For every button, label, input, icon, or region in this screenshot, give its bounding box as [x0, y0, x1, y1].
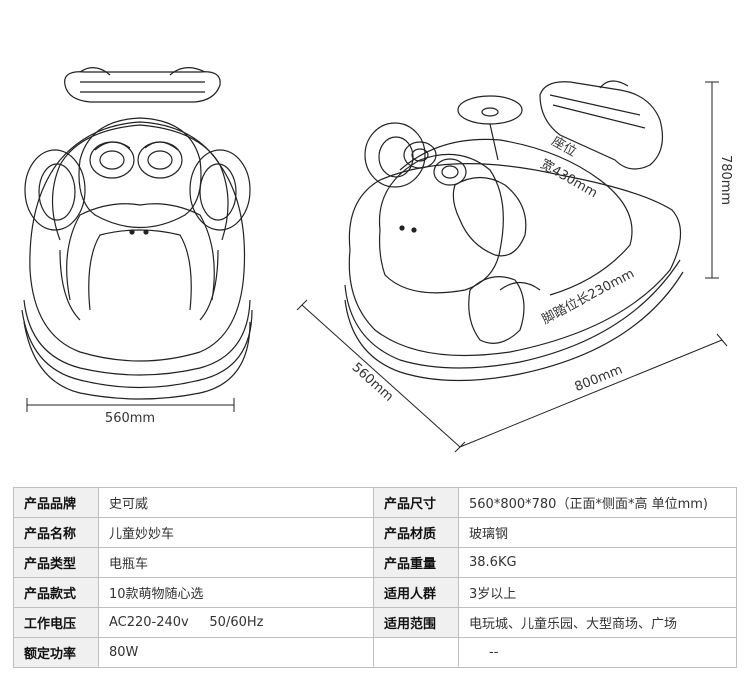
side-dimension-lines [296, 81, 728, 453]
spec-label: 工作电压 [13, 607, 99, 638]
spec-row: 产品名称 儿童妙妙车 产品材质 玻璃钢 [13, 517, 737, 548]
spec-value: 史可威 [98, 487, 374, 518]
spec-value: 10款萌物随心选 [98, 577, 374, 608]
spec-label: 额定功率 [13, 637, 99, 668]
spec-table: 产品品牌 史可威 产品尺寸 560*800*780（正面*侧面*高 单位mm) … [13, 487, 737, 668]
spec-label: 产品品牌 [13, 487, 99, 518]
spec-row: 工作电压 AC220-240v 50/60Hz 适用范围 电玩城、儿童乐园、大型… [13, 607, 737, 638]
spec-label-empty [373, 637, 459, 668]
spec-value: 80W [98, 637, 374, 668]
spec-value: -- [458, 637, 737, 668]
spec-row: 产品类型 电瓶车 产品重量 38.6KG [13, 547, 737, 578]
spec-label: 产品尺寸 [373, 487, 459, 518]
side-view-drawing [344, 80, 684, 382]
spec-value: AC220-240v 50/60Hz [98, 607, 374, 638]
spec-value: 电玩城、儿童乐园、大型商场、广场 [458, 607, 737, 638]
spec-label: 适用人群 [373, 577, 459, 608]
pedal-length-label: 脚踏位长230mm [539, 265, 637, 327]
product-dimension-diagram: 560mm [21, 67, 733, 453]
spec-row: 产品品牌 史可威 产品尺寸 560*800*780（正面*侧面*高 单位mm) [13, 487, 737, 518]
spec-label: 产品类型 [13, 547, 99, 578]
spec-value: 电瓶车 [98, 547, 374, 578]
spec-value: 儿童妙妙车 [98, 517, 374, 548]
front-width-label: 560mm [105, 411, 155, 426]
spec-label: 适用范围 [373, 607, 459, 638]
spec-label: 产品材质 [373, 517, 459, 548]
seat-width-label: 宽430mm [538, 156, 601, 201]
spec-label: 产品款式 [13, 577, 99, 608]
front-width-dimension [26, 398, 235, 412]
seat-label: 座位 [549, 134, 579, 160]
spec-value: 38.6KG [458, 547, 737, 578]
spec-value: 560*800*780（正面*侧面*高 单位mm) [458, 487, 737, 518]
height-label: 780mm [718, 155, 733, 205]
spec-row: 产品款式 10款萌物随心选 适用人群 3岁以上 [13, 577, 737, 608]
spec-row: 额定功率 80W -- [13, 637, 737, 668]
spec-label: 产品重量 [373, 547, 459, 578]
front-view-drawing [21, 67, 253, 400]
spec-value: 玻璃钢 [458, 517, 737, 548]
spec-value: 3岁以上 [458, 577, 737, 608]
spec-label: 产品名称 [13, 517, 99, 548]
